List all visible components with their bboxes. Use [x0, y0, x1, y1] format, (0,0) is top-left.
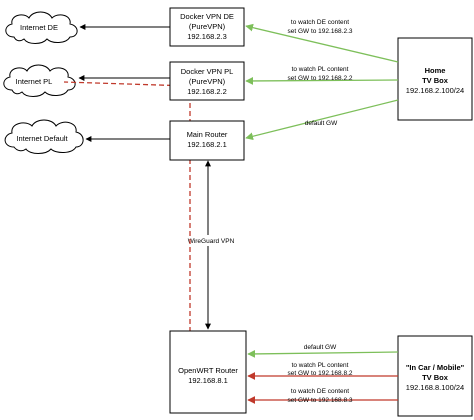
cloud-label: Internet DE: [20, 23, 58, 32]
edge-label-line1: to watch PL content: [292, 66, 349, 73]
edge-label-line1: default GW: [304, 344, 337, 351]
node-box: [397, 37, 473, 121]
edge-label-line2: set GW to 192.168.8.2: [287, 370, 352, 377]
node-subtitle: (PureVPN): [189, 22, 226, 31]
edge-label-home-default: default GW: [305, 120, 338, 127]
edge-home-to-docker-pl: [245, 77, 399, 85]
cloud-internet-default: Internet Default: [4, 119, 84, 154]
edge-label-line1: default GW: [305, 120, 338, 127]
node-ip: 192.168.8.100/24: [406, 383, 464, 392]
edge-label-car-to-de: to watch DE content set GW to 192.168.8.…: [287, 388, 352, 404]
node-docker-vpn-de: Docker VPN DE (PureVPN) 192.168.2.3: [169, 7, 245, 47]
node-box: [169, 330, 247, 414]
node-ip: 192.168.2.100/24: [406, 86, 464, 95]
node-main-router: Main Router 192.168.2.1: [169, 120, 245, 161]
edge-car-default-gw: [247, 350, 399, 358]
cloud-icon: [3, 64, 76, 97]
edge-label-line1: to watch DE content: [291, 388, 349, 395]
cloud-internet-de: Internet DE: [5, 11, 78, 44]
edge-label-line1: to watch PL content: [292, 362, 349, 369]
node-title: Docker VPN PL: [181, 67, 234, 76]
edge-label-line2: set GW to 192.168.2.2: [287, 75, 352, 82]
edge-openwrt-to-internet-pl-dashed: [63, 81, 191, 332]
node-ip: 192.168.8.1: [188, 376, 228, 385]
node-box: [169, 7, 245, 47]
node-subtitle: TV Box: [422, 373, 449, 382]
node-box: [169, 61, 245, 101]
edge-label-wireguard: WireGuard VPN: [184, 235, 238, 246]
edge-label-home-to-pl: to watch PL content set GW to 192.168.2.…: [287, 66, 352, 82]
edge-home-default-gw: [245, 99, 399, 141]
edge-label-line1: to watch DE content: [291, 19, 349, 26]
node-docker-vpn-pl: Docker VPN PL (PureVPN) 192.168.2.2: [169, 61, 245, 101]
node-box: [397, 335, 473, 417]
node-subtitle: TV Box: [422, 76, 449, 85]
node-ip: 192.168.2.1: [187, 140, 227, 149]
node-title: OpenWRT Router: [178, 366, 238, 375]
node-title: Home: [425, 66, 446, 75]
node-car-tv-box: "In Car / Mobile" TV Box 192.168.8.100/2…: [397, 335, 473, 417]
edge-label-home-to-de: to watch DE content set GW to 192.168.2.…: [287, 19, 352, 35]
edge-label-car-default: default GW: [304, 344, 337, 351]
edge-label-background: [184, 235, 238, 246]
edge-label-car-to-pl: to watch PL content set GW to 192.168.8.…: [287, 362, 352, 377]
node-box: [169, 120, 245, 161]
edge-label-line2: set GW to 192.168.2.3: [287, 28, 352, 35]
node-openwrt-router: OpenWRT Router 192.168.8.1: [169, 330, 247, 414]
node-ip: 192.168.2.3: [187, 32, 227, 41]
node-subtitle: (PureVPN): [189, 77, 226, 86]
node-title: Docker VPN DE: [180, 12, 234, 21]
cloud-label: Internet Default: [16, 134, 68, 143]
node-title: Main Router: [187, 130, 228, 139]
node-title: "In Car / Mobile": [406, 363, 465, 372]
edge-label-line2: set GW to 192.168.8.3: [287, 397, 352, 404]
cloud-icon: [5, 11, 78, 44]
edge-label-text: WireGuard VPN: [188, 238, 235, 245]
cloud-internet-pl: Internet PL: [3, 64, 76, 97]
cloud-icon: [4, 119, 84, 154]
node-ip: 192.168.2.2: [187, 87, 227, 96]
cloud-label: Internet PL: [16, 77, 53, 86]
edge-home-to-docker-de: [245, 23, 399, 63]
node-home-tv-box: Home TV Box 192.168.2.100/24: [397, 37, 473, 121]
